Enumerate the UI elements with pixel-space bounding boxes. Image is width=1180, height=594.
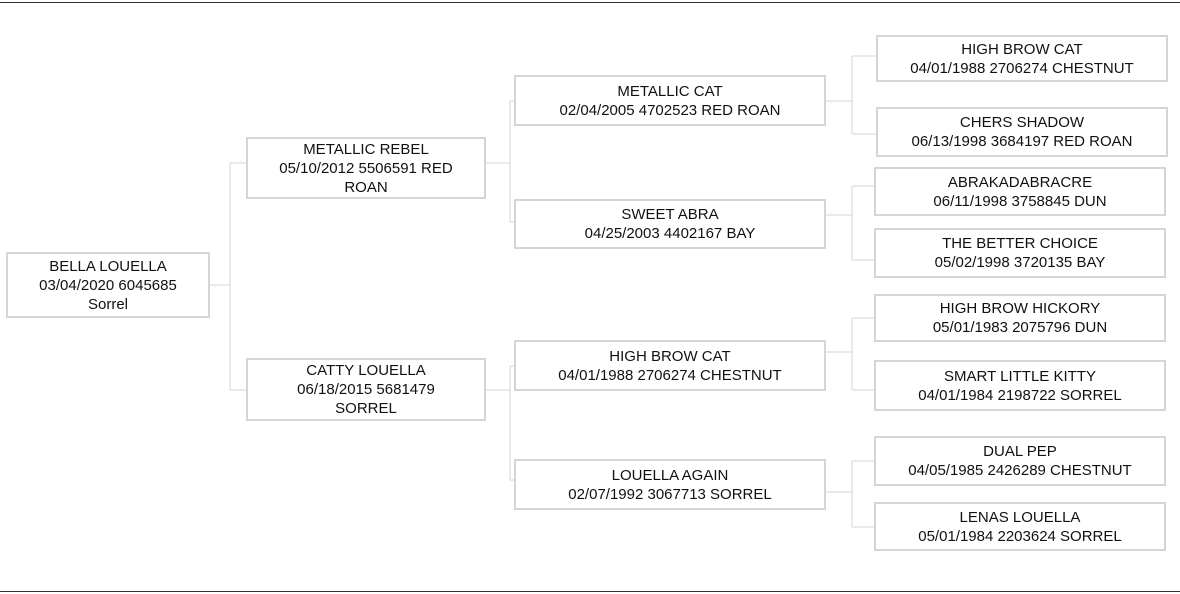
connector-subject [210,162,246,391]
horse-name: LENAS LOUELLA [959,508,1081,526]
connector-dam-dam [826,460,874,528]
horse-name: METALLIC REBEL [303,140,429,158]
top-rule [0,2,1180,3]
horse-name: THE BETTER CHOICE [942,235,1098,252]
pedigree-subject[interactable]: BELLA LOUELLA 03/04/2020 6045685 Sorrel [6,252,210,318]
horse-name: HIGH BROW CAT [961,40,1083,58]
horse-name: CHERS SHADOW [959,114,1085,131]
connector-sire-sire [826,55,876,135]
horse-info: 06/13/1998 3684197 RED ROAN [911,133,1133,150]
bottom-rule [0,591,1180,592]
pedigree-ds-sire[interactable]: HIGH BROW HICKORY 05/01/1983 2075796 DUN [874,294,1166,342]
horse-name: SMART LITTLE KITTY [944,367,1096,385]
horse-info: 05/01/1983 2075796 DUN [932,319,1108,336]
pedigree-sd-sire[interactable]: ABRAKADABRACRE 06/11/1998 3758845 DUN [874,167,1166,216]
pedigree-sire-dam[interactable]: SWEET ABRA 04/25/2003 4402167 BAY [514,199,826,249]
pedigree-ss-sire[interactable]: HIGH BROW CAT 04/01/1988 2706274 CHESTNU… [876,35,1168,82]
connector-sire-dam [826,185,874,261]
horse-info: 06/18/2015 5681479 [297,381,435,398]
horse-name: METALLIC CAT [617,82,723,100]
horse-name: SWEET ABRA [621,206,719,223]
horse-info: 02/04/2005 4702523 RED ROAN [559,101,781,119]
pedigree-sire-sire[interactable]: METALLIC CAT 02/04/2005 4702523 RED ROAN [514,75,826,126]
pedigree-dam[interactable]: CATTY LOUELLA 06/18/2015 5681479 SORREL [246,358,486,421]
horse-info: 04/05/1985 2426289 CHESTNUT [908,462,1132,479]
horse-info: 05/01/1984 2203624 SORREL [918,527,1122,545]
horse-info: 06/11/1998 3758845 DUN [933,192,1107,210]
horse-info: 04/25/2003 4402167 BAY [584,225,756,242]
horse-color: ROAN [344,178,388,196]
horse-info: 02/07/1992 3067713 SORREL [568,485,772,503]
horse-info: 04/01/1984 2198722 SORREL [918,386,1122,404]
horse-info: 04/01/1988 2706274 CHESTNUT [910,59,1134,77]
horse-color: Sorrel [87,295,128,313]
horse-info: 03/04/2020 6045685 [39,276,177,294]
horse-name: DUAL PEP [983,443,1057,460]
connector-dam [486,365,514,481]
pedigree-sd-dam[interactable]: THE BETTER CHOICE 05/02/1998 3720135 BAY [874,228,1166,278]
horse-name: LOUELLA AGAIN [611,466,729,484]
connector-dam-sire [826,317,874,391]
pedigree-ss-dam[interactable]: CHERS SHADOW 06/13/1998 3684197 RED ROAN [876,107,1168,157]
horse-info: 04/01/1988 2706274 CHESTNUT [558,366,782,384]
pedigree-dam-sire[interactable]: HIGH BROW CAT 04/01/1988 2706274 CHESTNU… [514,340,826,391]
pedigree-ds-dam[interactable]: SMART LITTLE KITTY 04/01/1984 2198722 SO… [874,360,1166,411]
horse-name: HIGH BROW CAT [609,347,731,365]
pedigree-dam-dam[interactable]: LOUELLA AGAIN 02/07/1992 3067713 SORREL [514,459,826,510]
pedigree-sire[interactable]: METALLIC REBEL 05/10/2012 5506591 RED RO… [246,137,486,199]
pedigree-dd-sire[interactable]: DUAL PEP 04/05/1985 2426289 CHESTNUT [874,436,1166,486]
horse-name: BELLA LOUELLA [49,257,167,275]
horse-name: ABRAKADABRACRE [947,173,1093,191]
horse-info: 05/02/1998 3720135 BAY [934,254,1106,271]
connector-sire [486,100,514,223]
horse-info: 05/10/2012 5506591 RED [279,159,453,177]
horse-color: SORREL [335,400,397,417]
pedigree-dd-dam[interactable]: LENAS LOUELLA 05/01/1984 2203624 SORREL [874,502,1166,551]
horse-name: CATTY LOUELLA [306,362,426,379]
horse-name: HIGH BROW HICKORY [939,300,1101,317]
